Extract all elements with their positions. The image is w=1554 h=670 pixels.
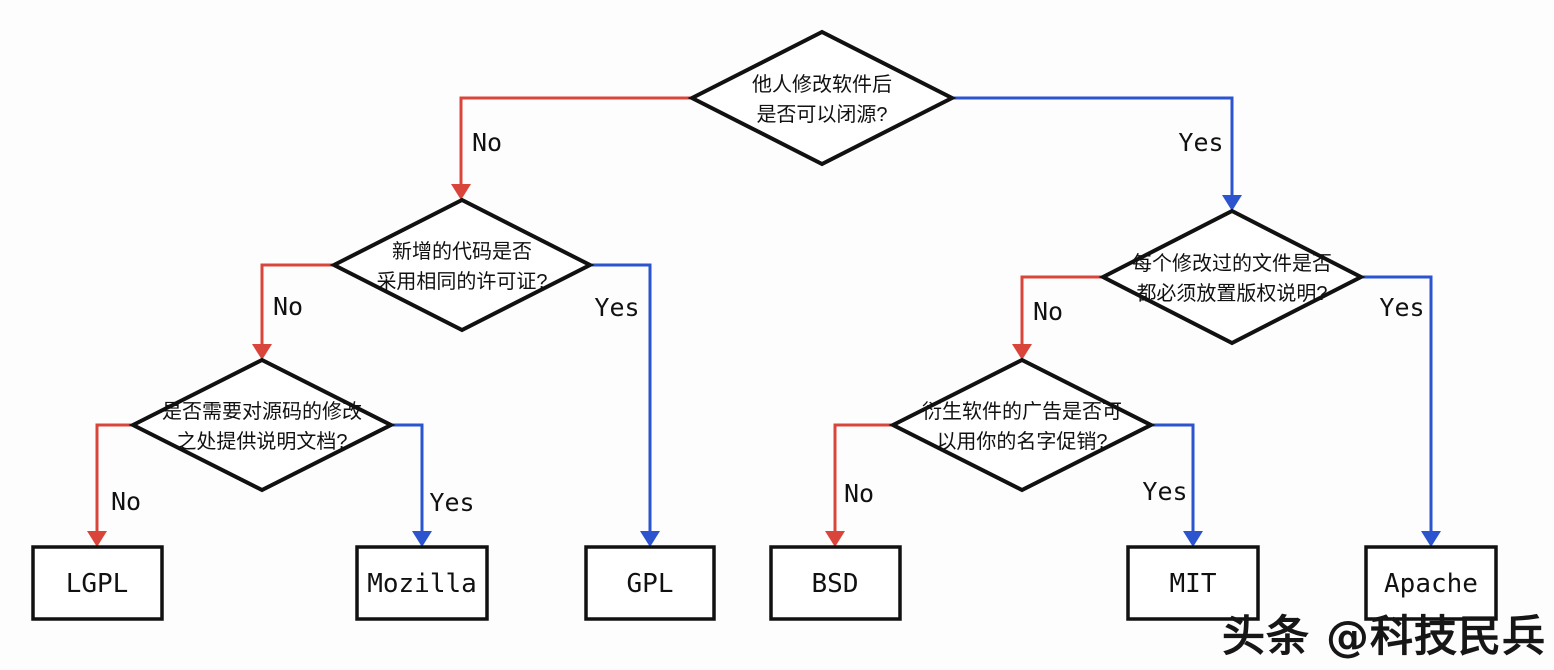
arrow-down-icon xyxy=(1183,531,1203,547)
edge-doc-changes-yes-line xyxy=(391,423,424,533)
edge-root-yes-line xyxy=(952,96,1234,197)
decision-copyright-notice: 每个修改过的文件是否 都必须放置版权说明? xyxy=(1098,208,1366,346)
license-box-mit-shape xyxy=(1126,545,1260,621)
edge-copyright-notice-yes-label: Yes xyxy=(1379,293,1424,322)
arrow-down-icon xyxy=(252,344,272,360)
license-box-bsd-shape xyxy=(769,545,902,621)
decision-doc-changes-shape xyxy=(128,357,396,493)
decision-same-license: 新增的代码是否 采用相同的许可证? xyxy=(329,197,595,333)
edge-same-license-yes-line xyxy=(590,263,652,533)
edge-same-license-yes-label: Yes xyxy=(594,293,639,322)
arrow-down-icon xyxy=(640,531,660,547)
decision-same-license-text-line2: 采用相同的许可证? xyxy=(376,270,547,293)
edge-copyright-notice-no-label: No xyxy=(1033,297,1063,326)
decision-same-license-text-line1: 新增的代码是否 xyxy=(392,240,532,263)
edge-name-promo-yes-label: Yes xyxy=(1142,477,1187,506)
edge-copyright-notice-no: No xyxy=(1012,275,1103,360)
decision-name-promo-text-line1: 衍生软件的广告是否可 xyxy=(922,400,1122,423)
edge-same-license-yes: Yes xyxy=(590,263,660,547)
edge-root-no: No xyxy=(451,96,692,200)
decision-name-promo-text-line2: 以用你的名字促销? xyxy=(936,430,1107,453)
arrow-down-icon xyxy=(451,184,471,200)
edge-doc-changes-no-label: No xyxy=(111,487,141,516)
decision-root: 他人修改软件后 是否可以闭源? xyxy=(687,29,957,167)
edge-same-license-no-line xyxy=(260,263,334,346)
license-box-gpl: GPL xyxy=(584,545,716,621)
decision-name-promo-shape xyxy=(888,357,1156,493)
edge-doc-changes-no-line xyxy=(95,423,133,533)
edge-name-promo-yes-line xyxy=(1151,423,1195,533)
edge-root-no-label: No xyxy=(472,128,502,157)
edge-name-promo-yes: Yes xyxy=(1142,423,1203,547)
license-box-apache-shape xyxy=(1364,545,1498,621)
edge-doc-changes-yes-label: Yes xyxy=(429,488,474,517)
arrow-down-icon xyxy=(825,531,845,547)
arrow-down-icon xyxy=(1421,531,1441,547)
edge-name-promo-no: No xyxy=(825,423,893,547)
decision-doc-changes-text-line2: 之处提供说明文档? xyxy=(176,430,347,453)
edge-root-no-line xyxy=(459,96,692,186)
edge-root-yes-label: Yes xyxy=(1178,128,1223,157)
edge-copyright-notice-yes-line xyxy=(1361,275,1433,533)
edge-doc-changes-no: No xyxy=(87,423,141,547)
license-box-mozilla-label: Mozilla xyxy=(367,569,477,599)
decision-copyright-notice-shape xyxy=(1098,208,1366,346)
license-box-gpl-label: GPL xyxy=(627,569,674,599)
license-box-gpl-shape xyxy=(584,545,716,621)
watermark: 头条 @科技民兵 xyxy=(1222,612,1546,662)
arrow-down-icon xyxy=(1012,344,1032,360)
arrow-down-icon xyxy=(1222,195,1242,211)
decision-doc-changes-text-line1: 是否需要对源码的修改 xyxy=(162,400,362,423)
license-box-lgpl: LGPL xyxy=(31,545,164,621)
license-box-mozilla-shape xyxy=(355,545,489,621)
decision-copyright-notice-text-line2: 都必须放置版权说明? xyxy=(1136,282,1327,305)
decision-root-text-line2: 是否可以闭源? xyxy=(756,103,887,126)
arrow-down-icon xyxy=(412,531,432,547)
edge-name-promo-no-line xyxy=(833,423,893,533)
edge-root-yes: Yes xyxy=(952,96,1242,211)
decision-same-license-shape xyxy=(329,197,595,333)
license-box-mozilla: Mozilla xyxy=(355,545,489,621)
decision-copyright-notice-text-line1: 每个修改过的文件是否 xyxy=(1132,252,1332,275)
license-box-mit-label: MIT xyxy=(1170,569,1217,599)
decision-root-shape xyxy=(687,29,957,167)
edge-name-promo-no-label: No xyxy=(844,479,874,508)
arrow-down-icon xyxy=(87,531,107,547)
edge-same-license-no: No xyxy=(252,263,334,360)
edge-doc-changes-yes: Yes xyxy=(391,423,475,547)
edge-copyright-notice-yes: Yes xyxy=(1361,275,1441,547)
license-box-bsd-label: BSD xyxy=(812,569,859,599)
decision-doc-changes: 是否需要对源码的修改 之处提供说明文档? xyxy=(128,357,396,493)
edge-same-license-no-label: No xyxy=(273,292,303,321)
license-box-bsd: BSD xyxy=(769,545,902,621)
edge-copyright-notice-no-line xyxy=(1020,275,1103,346)
decision-name-promo: 衍生软件的广告是否可 以用你的名字促销? xyxy=(888,357,1156,493)
license-box-apache: Apache xyxy=(1364,545,1498,621)
license-box-lgpl-shape xyxy=(31,545,164,621)
license-box-apache-label: Apache xyxy=(1384,569,1478,599)
license-box-mit: MIT xyxy=(1126,545,1260,621)
decision-root-text-line1: 他人修改软件后 xyxy=(752,73,892,96)
license-box-lgpl-label: LGPL xyxy=(66,569,129,599)
